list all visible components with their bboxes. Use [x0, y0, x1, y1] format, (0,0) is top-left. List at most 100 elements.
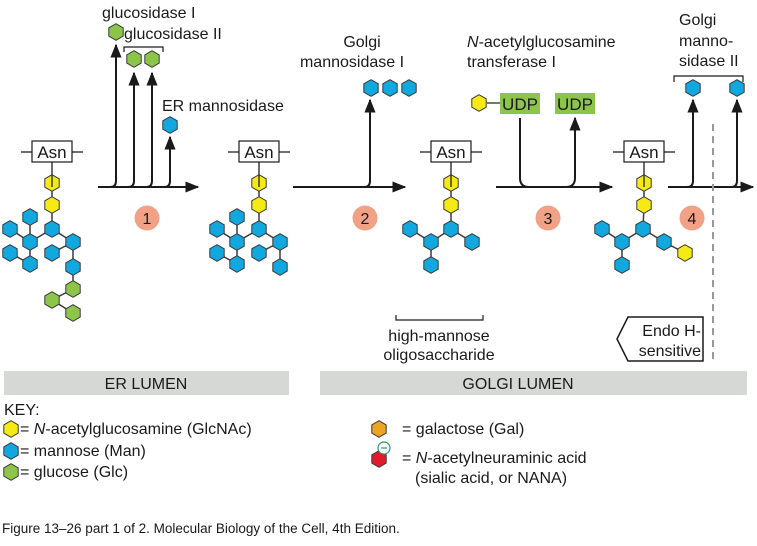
key-item-glucose: = glucose (Glc) [20, 464, 128, 481]
step-4-arrows [668, 98, 755, 193]
endo-h-tag [616, 316, 704, 362]
structure-2-mannose-residue [229, 233, 245, 251]
asn-box [238, 140, 280, 163]
glucosidase-2-label: glucosidase II [124, 26, 222, 43]
high-mannose-bracket [395, 315, 484, 321]
key-item-glcnac: = N-acetylglucosamine (GlcNAc) [20, 421, 252, 438]
udp-label-2: UDP [557, 95, 593, 114]
golgi-mannosidase-2-bracket [673, 75, 744, 82]
structure-4-mannose-residue [656, 233, 672, 251]
glucosidase-2b-arrow [145, 71, 158, 188]
label-rest: -acetylglucosamine [479, 34, 616, 51]
golgi-lumen-bar [320, 371, 747, 395]
key-mannose-icon [3, 442, 19, 460]
high-mannose-label-line1: high-mannose [388, 328, 490, 345]
key-mannose-text: = mannose (Man) [20, 443, 146, 460]
key-eq: = [402, 450, 416, 467]
key-glcnac-rest: -acetylglucosamine (GlcNAc) [45, 421, 251, 438]
structure-2-mannose-residue [251, 244, 267, 262]
structure-3-mannose-residue [402, 220, 418, 238]
structure-3-mannose-residue [423, 233, 439, 251]
key-italic-n: N [34, 421, 46, 438]
structure-2-mannose-residue [272, 258, 288, 276]
step-circle-2: 2 [352, 205, 378, 231]
key-nana-text: = N-acetylneuraminic acid [402, 450, 587, 467]
structure-4-mannose-residue [635, 220, 651, 238]
key-item-mannose: = mannose (Man) [20, 443, 146, 460]
structure-1-mannose-residue [22, 233, 38, 251]
released-glucose-2 [126, 50, 142, 68]
asn-label: Asn [436, 143, 465, 162]
structure-3-mannose-residue [464, 233, 480, 251]
structure-4-mannose-residue [614, 233, 630, 251]
released-mannose-golgi-3 [401, 79, 417, 97]
glucosidase-1-arrow [109, 43, 122, 188]
sugar-residues [2, 23, 745, 481]
structure-4-glcnac-residue [636, 196, 652, 214]
key-glcnac-text: = N-acetylglucosamine (GlcNAc) [20, 421, 252, 438]
step-number-3: 3 [544, 211, 553, 228]
udp-label-1: UDP [502, 95, 538, 114]
golgi-mannosidase-2-label-line3: sidase II [679, 53, 739, 70]
structure-4-mannose-residue [614, 256, 630, 274]
er-mannosidase-arrow [163, 135, 176, 188]
structure-1-glucose-residue [44, 291, 60, 309]
key-eq: = [20, 421, 34, 438]
structure-2-mannose-residue [229, 208, 245, 226]
key-item-nana: = N-acetylneuraminic acid (sialic acid, … [377, 441, 587, 487]
released-mannose-golgi-1 [363, 79, 379, 97]
asn-box-3: Asn [420, 140, 482, 187]
glucosidase-1-label: glucosidase I [102, 5, 195, 22]
step-circle-3: 3 [535, 205, 561, 231]
asn-box-4: Asn [613, 140, 675, 187]
golgi-mannosidase-2-label-line1: Golgi [679, 12, 716, 29]
structure-1-mannose-residue [2, 220, 18, 238]
key-glcnac-icon [3, 420, 19, 438]
golgi-mannosidase-2-label-line2: manno- [679, 33, 733, 50]
released-glucose-3 [144, 50, 160, 68]
er-lumen-label: ER LUMEN [105, 376, 188, 393]
structure-2-mannose-residue [209, 244, 225, 262]
structure-3-mannose-residue [443, 220, 459, 238]
asn-label: Asn [629, 143, 658, 162]
golgi-mannosidase-1-label-line1: Golgi [343, 34, 380, 51]
key-italic-n: N [416, 450, 428, 467]
key-nana-text-line2: (sialic acid, or NANA) [415, 470, 567, 487]
structure-2-mannose-residue [272, 233, 288, 251]
structure-1-mannose-residue [65, 233, 81, 251]
udp-glcnac-in-arrow [519, 118, 530, 188]
glycosidic-bonds [9, 183, 686, 314]
high-mannose-label-line2: oligosaccharide [383, 347, 494, 364]
key-glucose-text: = glucose (Glc) [20, 464, 128, 481]
er-mannosidase-label: ER mannosidase [162, 98, 284, 115]
structure-1-mannose-residue [44, 244, 60, 262]
endo-h-label-line1: Endo H- [642, 323, 701, 340]
structure-1-mannose-residue [44, 220, 60, 238]
structure-3-glcnac-residue [443, 196, 459, 214]
udp-box-2 [555, 93, 595, 114]
key-item-galactose: = galactose (Gal) [402, 421, 524, 438]
golgi-mannosidase-1-label-line2: mannosidase I [300, 54, 404, 71]
structure-1-glucose-residue [65, 280, 81, 298]
step-circle-1: 1 [134, 205, 160, 231]
key-glucose-icon [3, 463, 19, 481]
glucosidase-2a-arrow [127, 71, 140, 188]
asn-box [623, 140, 665, 163]
key-galactose-icon [371, 420, 387, 438]
step-3-arrows [496, 116, 614, 193]
asn-label: Asn [37, 143, 66, 162]
structure-2-mannose-residue [251, 220, 267, 238]
structure-1-glcnac-residue [44, 196, 60, 214]
figure-caption: Figure 13–26 part 1 of 2. Molecular Biol… [2, 521, 400, 536]
key-galactose-text: = galactose (Gal) [402, 421, 524, 438]
asn-label: Asn [244, 143, 273, 162]
udp-glcnac-residue [471, 94, 487, 112]
key-title: KEY: [4, 402, 40, 419]
udp-box-1 [500, 93, 540, 114]
key-nana-rest: -acetylneuraminic acid [427, 450, 586, 467]
glcnac-transferase-label-line1: N-acetylglucosamine [467, 34, 616, 51]
udp-out-arrow [565, 116, 581, 188]
asn-box [31, 140, 73, 163]
key-nana-icon [371, 450, 387, 468]
